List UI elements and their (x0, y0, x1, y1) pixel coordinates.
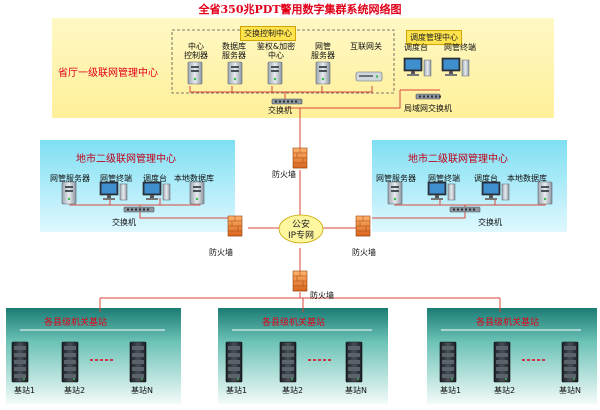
diagram-title: 全省350兆PDT警用数字集群系统网络图 (198, 3, 402, 16)
city-right-item-console: 调度台 (474, 174, 498, 183)
city-right-item-nms-terminal: 网管终端 (428, 174, 460, 183)
firewall-label-right: 防火墙 (352, 248, 376, 257)
county-title-2: 各县级机关基站 (262, 318, 326, 328)
city-left-nms-terminal-icon (99, 181, 128, 201)
lan-switch-icon (415, 93, 441, 100)
city-right-nms-terminal-icon (427, 181, 456, 201)
city-left-item-local-db: 本地数据库 (174, 174, 214, 183)
base-station-2-rack-icon (279, 341, 297, 383)
database-server-icon (227, 61, 243, 85)
dispatch-terminal-icon (441, 57, 470, 77)
city-center-title-right: 地市二级联网管理中心 (408, 154, 508, 165)
police-net-label-2: IP专网 (287, 231, 315, 241)
city-right-local-db-icon (537, 181, 553, 205)
controller-server-icon (187, 61, 203, 85)
firewall-top-icon (292, 147, 308, 169)
firewall-label-left: 防火墙 (209, 248, 233, 257)
firewall-left-icon (227, 215, 243, 237)
top-switch-icon (271, 98, 303, 105)
item-label-controller-1: 中心 (188, 42, 204, 51)
city-left-item-nms-server: 网管服务器 (50, 174, 90, 183)
city-right-nms-server-icon (387, 181, 403, 205)
city-right-switch-icon (449, 206, 481, 213)
base-station-2-rack-icon (61, 341, 79, 383)
city-left-item-nms-terminal: 网管终端 (100, 174, 132, 183)
item-label-controller-2: 控制器 (184, 51, 208, 60)
item-label-gateway: 互联网关 (350, 42, 382, 51)
county-zone-1 (6, 308, 181, 404)
police-ip-network-icon (278, 214, 324, 244)
city-right-item-nms-server: 网管服务器 (376, 174, 416, 183)
station-label-nc: 基站N (559, 386, 581, 395)
city-right-switch-label: 交换机 (478, 218, 502, 227)
city-left-console-icon (142, 181, 171, 201)
item-label-auth-1: 鉴权&加密 (256, 42, 296, 51)
police-net-label-1: 公安 (291, 220, 310, 230)
city-left-item-console: 调度台 (143, 174, 167, 183)
city-center-title-left: 地市二级联网管理中心 (76, 154, 176, 165)
base-station-2-rack-icon (493, 341, 511, 383)
city-left-switch-label: 交换机 (112, 218, 136, 227)
nms-server-icon (315, 61, 331, 85)
base-station-n-rack-icon (129, 341, 147, 383)
firewall-label-bottom: 防火墙 (310, 291, 334, 300)
base-station-n-rack-icon (345, 341, 363, 383)
city-left-nms-server-icon (61, 181, 77, 205)
county-title-1: 各县级机关基站 (44, 318, 108, 328)
item-label-nms-1: 网管 (315, 42, 331, 51)
station-label-2b: 基站2 (282, 386, 304, 395)
station-label-na: 基站N (131, 386, 153, 395)
switch-center-title: 交换控制中心 (240, 26, 296, 41)
auth-encryption-server-icon (267, 61, 283, 85)
item-label-nms-2: 服务器 (311, 51, 335, 60)
dispatch-item-label-terminal: 网管终端 (444, 43, 476, 52)
dispatch-console-icon (403, 57, 432, 77)
city-right-item-local-db: 本地数据库 (507, 174, 547, 183)
firewall-bottom-icon (292, 270, 308, 292)
station-label-nb: 基站N (345, 386, 367, 395)
dispatch-item-label-console: 调度台 (404, 43, 428, 52)
item-label-db-1: 数据库 (222, 42, 246, 51)
firewall-label-top: 防火墙 (272, 170, 296, 179)
city-zone-right (372, 140, 567, 232)
base-station-n-rack-icon (561, 341, 579, 383)
city-left-local-db-icon (189, 181, 205, 205)
item-label-auth-2: 中心 (268, 51, 284, 60)
station-label-1b: 基站1 (226, 386, 248, 395)
station-label-2a: 基站2 (64, 386, 86, 395)
provincial-center-label: 省厅一级联网管理中心 (58, 68, 158, 79)
city-right-console-icon (481, 181, 510, 201)
gateway-router-icon (355, 71, 383, 82)
item-label-db-2: 服务器 (222, 51, 246, 60)
base-station-1-rack-icon (11, 341, 29, 383)
dispatch-center-title: 调度管理中心 (406, 30, 462, 45)
station-label-1a: 基站1 (14, 386, 36, 395)
base-station-1-rack-icon (225, 341, 243, 383)
base-station-1-rack-icon (439, 341, 457, 383)
station-label-2c: 基站2 (494, 386, 516, 395)
provincial-zone (52, 18, 554, 118)
icon-layer (11, 57, 579, 383)
county-title-3: 各县级机关基站 (476, 318, 540, 328)
lan-switch-label: 局域网交换机 (404, 104, 452, 113)
top-switch-label: 交换机 (268, 106, 292, 115)
station-label-1c: 基站1 (440, 386, 462, 395)
firewall-right-icon (355, 215, 371, 237)
city-left-switch-icon (123, 206, 155, 213)
